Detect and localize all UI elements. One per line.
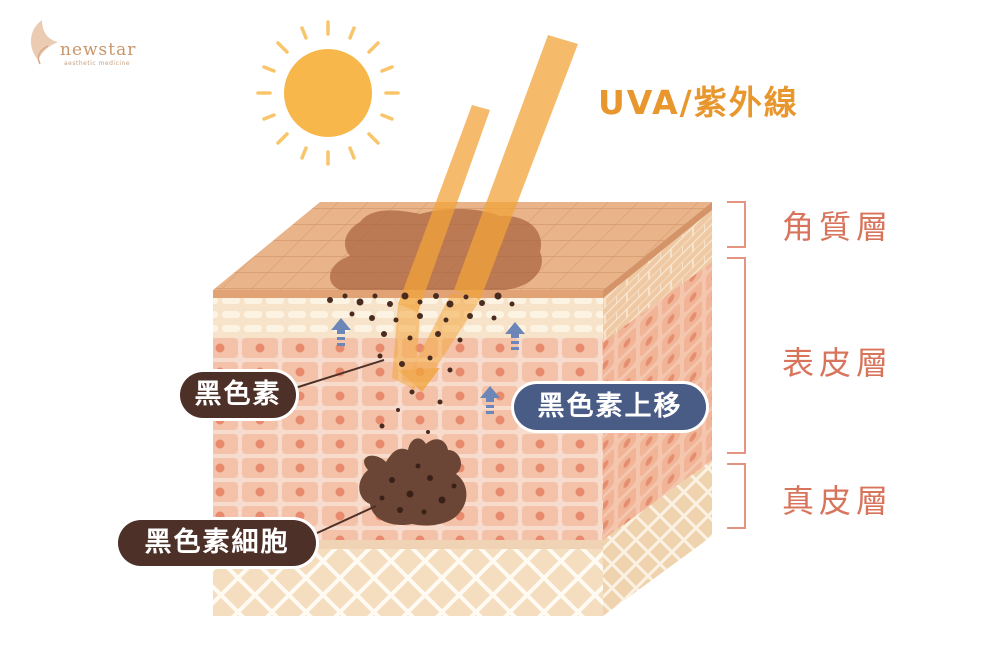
melanocyte-leader: [314, 505, 377, 535]
melanocyte-cell: [359, 438, 467, 526]
logo-tagline: aesthetic medicine: [64, 60, 131, 67]
epidermis-label: 表皮層: [782, 344, 894, 382]
melanin-granules: [327, 292, 515, 434]
uva-rays: [392, 35, 578, 392]
dermis-label: 真皮層: [782, 482, 894, 520]
sun-icon: [256, 20, 400, 166]
dermis-block: [213, 460, 712, 616]
melanin-rises-tag: 黑色素上移: [514, 384, 706, 430]
melanin-leader: [294, 359, 385, 389]
melanocyte-tag: 黑色素細胞: [118, 520, 316, 566]
stratum-corneum-label: 角質層: [782, 208, 894, 246]
uva-label: UVA/紫外線: [598, 83, 799, 122]
logo-wordmark: newstar: [60, 40, 137, 60]
melanin-tag: 黑色素: [180, 372, 296, 418]
layer-brackets: [727, 201, 746, 529]
arrow-up-icon: [331, 318, 525, 414]
newstar-logo: [30, 20, 58, 65]
